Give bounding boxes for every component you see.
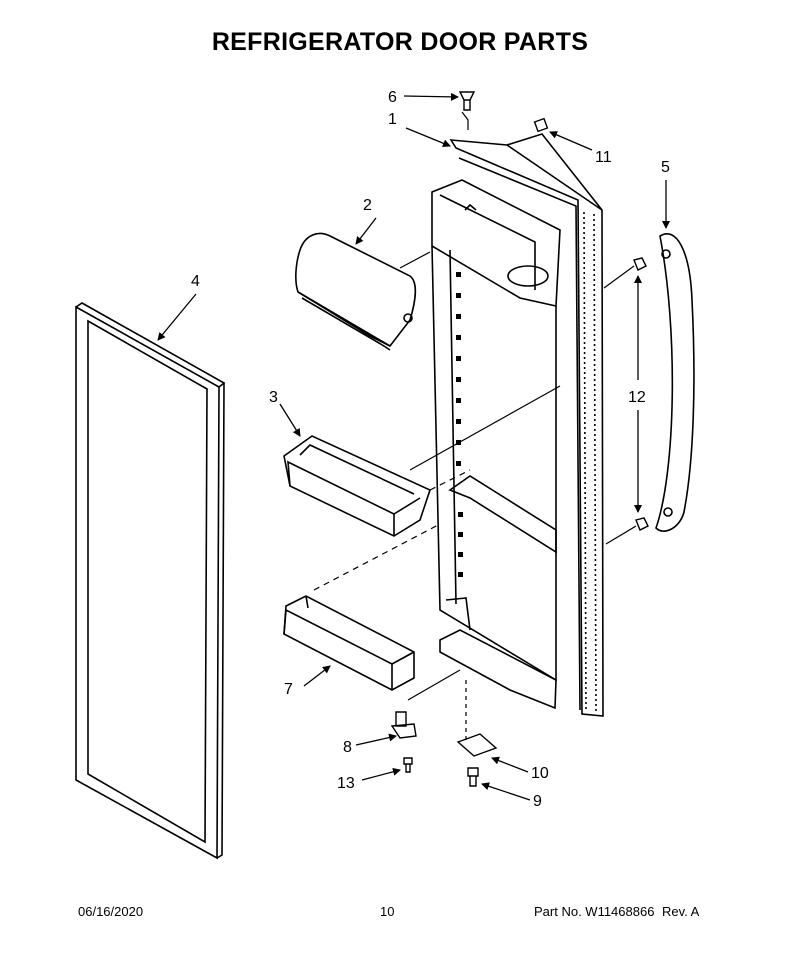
callout-2: 2 [363,197,372,214]
rack-slots [456,272,463,577]
callout-8: 8 [343,739,352,756]
lower-door-bin [283,595,415,691]
callout-9: 9 [533,793,542,810]
callout-13: 13 [337,775,355,792]
footer-page-number: 10 [380,904,395,919]
callout-arrows [157,92,670,801]
door-bin [283,435,431,537]
bottom-hinge [390,711,417,739]
bracket-screw [467,767,479,787]
door-panel [431,133,604,717]
callout-6: 6 [388,89,397,106]
hinge-cap [458,91,476,111]
footer-date: 06/16/2020 [78,904,144,919]
page-title: REFRIGERATOR DOOR PARTS [211,28,589,56]
footer-revision: Rev. A [662,904,700,919]
dairy-cover [295,232,417,351]
callout-11: 11 [595,149,612,166]
callout-10: 10 [531,765,549,782]
callout-3: 3 [269,389,278,406]
handle-screws [633,257,649,531]
hinge-screw [403,757,413,773]
callout-4: 4 [191,273,200,290]
door-handle [655,233,695,532]
callout-7: 7 [284,681,293,698]
assembly-lines [313,111,637,740]
footer-part-number: Part No. W11468866 [534,904,655,919]
callout-5: 5 [661,159,670,176]
door-gasket [75,302,226,860]
callout-12: 12 [628,389,646,406]
bracket-plate [456,733,498,757]
callout-1: 1 [388,111,397,128]
hinge-shim [533,117,549,133]
